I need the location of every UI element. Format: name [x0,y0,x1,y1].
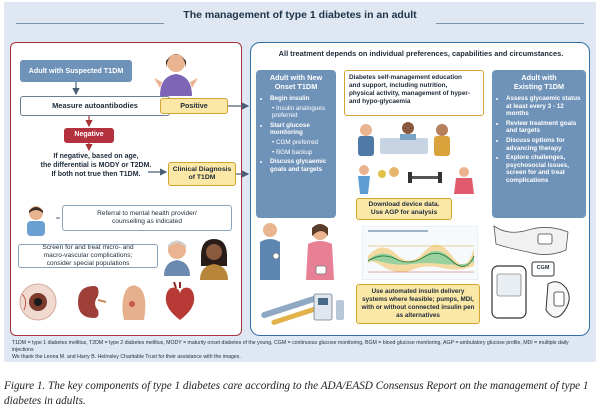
new-onset-item: Discuss glycaemic goals and targets [270,158,331,173]
negative-differential-text: If negative, based on age, the different… [22,152,170,186]
referral-box: Referral to mental health provider/couns… [62,205,232,231]
cgm-pump-illustration [491,225,570,319]
figure-caption: Figure 1. The key components of type 1 d… [4,380,589,407]
older-man-icon [164,240,190,276]
new-onset-title-line: Adult with New [269,73,323,82]
child-icon [27,206,45,236]
education-activity-illustration [358,122,474,194]
existing-list: Assess glycaemic status at least every 3… [497,95,581,185]
existing-item: Assess glycaemic status at least every 3… [506,95,581,118]
existing-title-line: Adult with [521,73,557,82]
negative-text-line: If both not true then T1DM. [51,171,141,178]
dsme-line: Diabetes self-management education [349,74,462,81]
negative-text-line: the differential is MODY or T2DM. [40,162,152,169]
shrugging-woman-icon [154,54,198,96]
new-onset-item: Insulin analogues preferred [272,105,331,120]
all-treatment-note: All treatment depends on individual pref… [278,49,564,58]
dsme-line: physical activity, management of hyper- [349,90,470,97]
download-line: Use AGP for analysis [370,209,438,216]
heart-icon [165,282,195,320]
positive-box: Positive [160,98,228,114]
new-onset-list: Begin insulinInsulin analogues preferred… [261,95,331,173]
cgm-label: CGM [536,265,550,271]
automated-line: Use automated insulin delivery [371,288,465,296]
download-data-box: Download device data.Use AGP for analysi… [356,198,452,220]
new-onset-item: Begin insulin [270,95,331,103]
new-onset-title-line: Onset T1DM [274,81,318,91]
acknowledgement-text: We thank the Leona M. and Harry B. Helms… [12,354,241,360]
download-line: Download device data. [368,201,440,208]
referral-line: Referral to mental health provider/ [97,210,197,217]
existing-item: Explore challenges, psychosocial issues,… [506,154,581,184]
abbreviations-footnote: T1DM = type 1 diabetes mellitus, T2DM = … [12,340,569,353]
title-rule-left [16,23,164,24]
new-onset-item: BGM backup [272,149,331,157]
figure-title: The management of type 1 diabetes in an … [183,9,417,21]
new-onset-item: Start glucose monitoring [270,122,331,137]
clinical-line: Clinical Diagnosis [172,166,232,173]
title-rule-right [436,23,584,24]
dsme-line: and hypo-glycaemia [349,98,411,105]
foot-icon [122,285,146,320]
clinical-line: of T1DM [188,174,216,181]
woman-dark-hair-icon [200,239,228,280]
dsme-box: Diabetes self-management education and s… [344,70,484,116]
existing-item: Discuss options for advancing therapy [506,137,581,152]
existing-item: Review treatment goals and targets [506,120,581,135]
suspected-t1dm-box: Adult with Suspected T1DM [20,60,132,82]
kidney-icon [78,286,107,318]
device-users-illustration [260,223,334,280]
referral-line: counselling as indicated [111,218,182,225]
screen-line: consider special populations [46,260,130,267]
agp-chart-illustration [362,226,478,280]
new-onset-item: CGM preferred [272,139,331,147]
insulin-pens-illustration [261,293,344,325]
automated-line: with or without connected insulin pen [361,304,475,311]
eye-icon [19,283,57,321]
negative-text-line: If negative, based on age, [53,153,139,160]
automated-line: systems where feasible; pumps, MDI, [362,296,474,304]
dsme-line: and support, including nutrition, [349,82,448,89]
screen-line: macro-vascular complications; [43,252,133,259]
existing-title-line: Existing T1DM [513,81,565,91]
negative-box: Negative [64,128,114,143]
automated-line: as alternatives [396,311,440,319]
screen-line: Screen for and treat micro- and [42,244,134,251]
